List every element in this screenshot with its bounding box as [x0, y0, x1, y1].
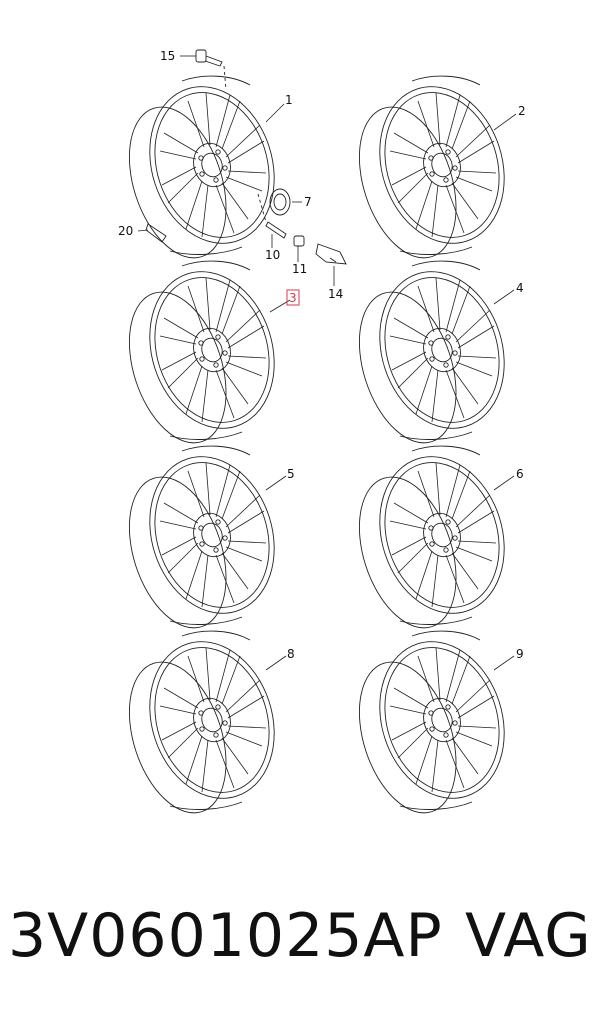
tpms-sensor-14: [315, 243, 347, 265]
callout-1: 1: [285, 93, 293, 107]
callout-2: 2: [518, 104, 526, 118]
callout-3-highlight-box: [286, 289, 300, 306]
callout-15: 15: [160, 49, 175, 63]
callout-7: 7: [304, 195, 312, 209]
wheel-1: [111, 69, 295, 271]
wheel-5: [111, 439, 295, 641]
brand-name: VAG: [465, 901, 592, 971]
callout-14: 14: [328, 287, 343, 301]
callout-10: 10: [265, 248, 280, 262]
center-cap-7: [269, 188, 291, 216]
callout-20: 20: [118, 224, 133, 238]
wheel-3: [111, 254, 295, 456]
nut-11: [293, 235, 305, 247]
wheel-4: [341, 254, 525, 456]
callout-6: 6: [516, 467, 524, 481]
callout-4: 4: [516, 281, 524, 295]
callout-11: 11: [292, 262, 307, 276]
callout-3: 3: [289, 291, 297, 305]
wheel-8: [111, 624, 295, 826]
wheel-2: [341, 69, 525, 271]
valve-stem-15: [195, 49, 227, 91]
callout-8: 8: [287, 647, 295, 661]
balance-weight-20: [145, 223, 167, 243]
callout-9: 9: [516, 647, 524, 661]
wheel-9: [341, 624, 525, 826]
wheel-parts-diagram: 15 1 2 7 20 10 11 14 3 4 5 6 8 9: [111, 49, 526, 826]
part-number: 3V0601025AP: [8, 901, 443, 971]
wheel-6: [341, 439, 525, 641]
callout-5: 5: [287, 467, 295, 481]
bolt-10: [257, 193, 287, 239]
